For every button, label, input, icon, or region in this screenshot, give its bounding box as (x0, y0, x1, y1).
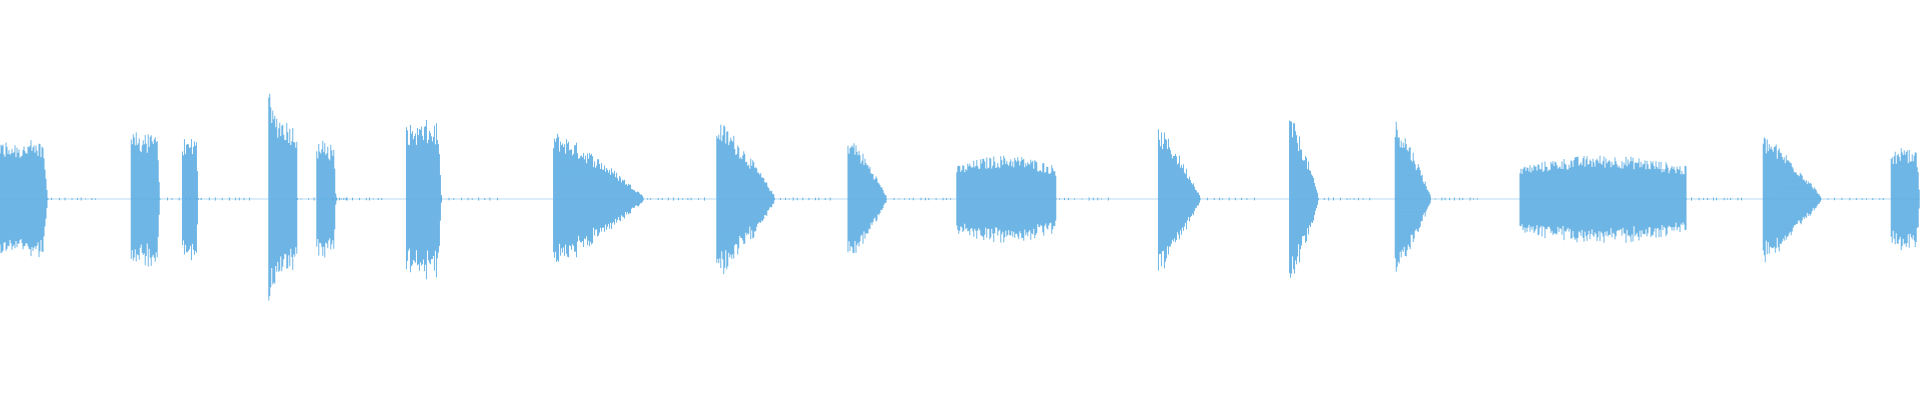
waveform-burst (847, 143, 887, 254)
waveform-burst (716, 124, 775, 274)
waveform-burst (1519, 155, 1687, 243)
waveform-tail (1685, 197, 1742, 201)
waveform-burst (1157, 129, 1200, 271)
waveform-burst (1762, 137, 1821, 263)
waveform-tail (773, 197, 831, 201)
waveform-burst (1890, 148, 1920, 251)
waveform-burst (181, 139, 198, 261)
waveform-tail (335, 197, 383, 201)
waveform-tail (1317, 197, 1371, 201)
waveform-tail (441, 197, 498, 201)
waveform-burst (1289, 120, 1319, 278)
waveform-burst (405, 119, 442, 280)
waveform-tail (47, 197, 96, 201)
waveform-burst (553, 133, 644, 262)
waveform-tail (1055, 197, 1109, 201)
waveform-tail (642, 197, 705, 201)
waveform-bursts (0, 93, 1920, 301)
waveform-burst (130, 132, 160, 267)
waveform-burst (1394, 121, 1431, 272)
waveform-tail (197, 197, 251, 201)
waveform-tail (885, 197, 952, 201)
waveform-tail (1429, 197, 1478, 201)
waveform-burst (0, 140, 48, 258)
waveform-burst (956, 155, 1057, 243)
waveform-burst (316, 140, 337, 258)
waveform-tail (1820, 197, 1884, 201)
waveform-burst (268, 93, 298, 301)
waveform-tail (1199, 197, 1255, 201)
